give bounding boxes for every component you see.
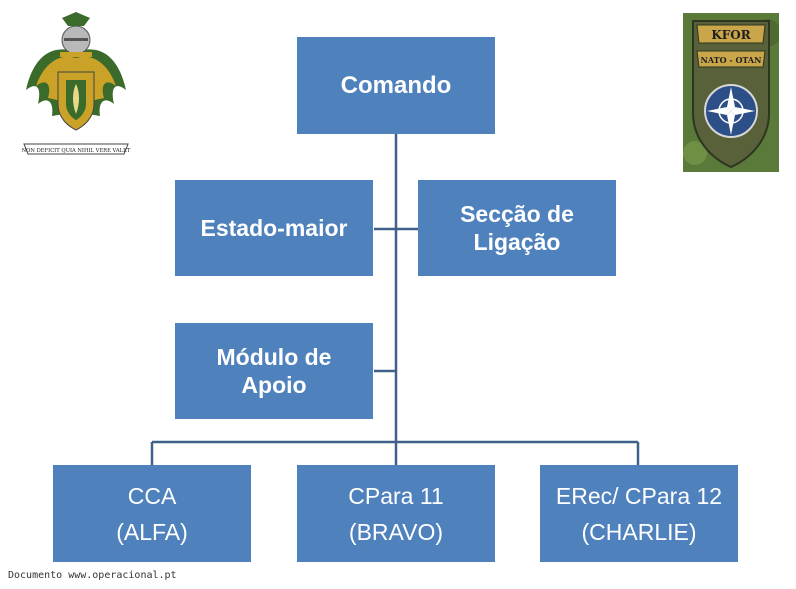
modulo-apoio-box: Módulo de Apoio [175, 323, 373, 419]
unit-name: CPara 11 [348, 482, 444, 509]
coat-of-arms-icon: NON DEFICIT QUIA NIHIL VERE VALET [22, 12, 131, 155]
seccao-ligacao-line-1: Secção de [460, 201, 574, 227]
modulo-apoio-line-1: Módulo de [216, 344, 332, 370]
kfor-patch-icon: KFOR NATO - OTAN [683, 13, 779, 172]
modulo-apoio-line-2: Apoio [241, 372, 307, 398]
unit-box-cca: CCA (ALFA) [53, 465, 251, 562]
unit-box-erec-cpara12: ERec/ CPara 12 (CHARLIE) [540, 465, 738, 562]
unit-callsign: (ALFA) [116, 518, 188, 545]
estado-maior-label: Estado-maior [200, 215, 348, 241]
coat-of-arms-motto: NON DEFICIT QUIA NIHIL VERE VALET [22, 148, 131, 154]
estado-maior-box: Estado-maior [175, 180, 373, 276]
seccao-ligacao-line-2: Ligação [473, 229, 561, 255]
unit-name: ERec/ CPara 12 [555, 482, 723, 509]
kfor-top-text: KFOR [711, 28, 751, 42]
unit-box-cpara11: CPara 11 (BRAVO) [297, 465, 495, 562]
seccao-ligacao-box: Secção de Ligação [418, 180, 616, 276]
unit-name: CCA [127, 482, 177, 509]
unit-callsign: (CHARLIE) [581, 518, 697, 545]
kfor-middle-text: NATO - OTAN [701, 55, 762, 65]
footer-source: Documento www.operacional.pt [8, 570, 177, 581]
comando-label: Comando [340, 71, 452, 99]
unit-callsign: (BRAVO) [348, 518, 444, 545]
comando-box: Comando [297, 37, 495, 134]
